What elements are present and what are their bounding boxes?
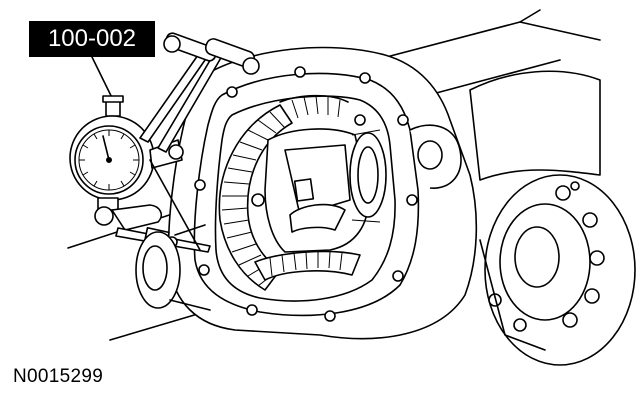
axle-tube-left [135,224,211,311]
axle-flange [469,70,636,366]
indicator-arm [139,32,260,251]
tool-number-label: 100-002 [47,25,137,52]
differential-case [251,114,387,253]
tool-number-callout: 100-002 [29,21,155,57]
figure-id-label: N0015299 [13,366,104,387]
ring-gear [218,94,361,291]
